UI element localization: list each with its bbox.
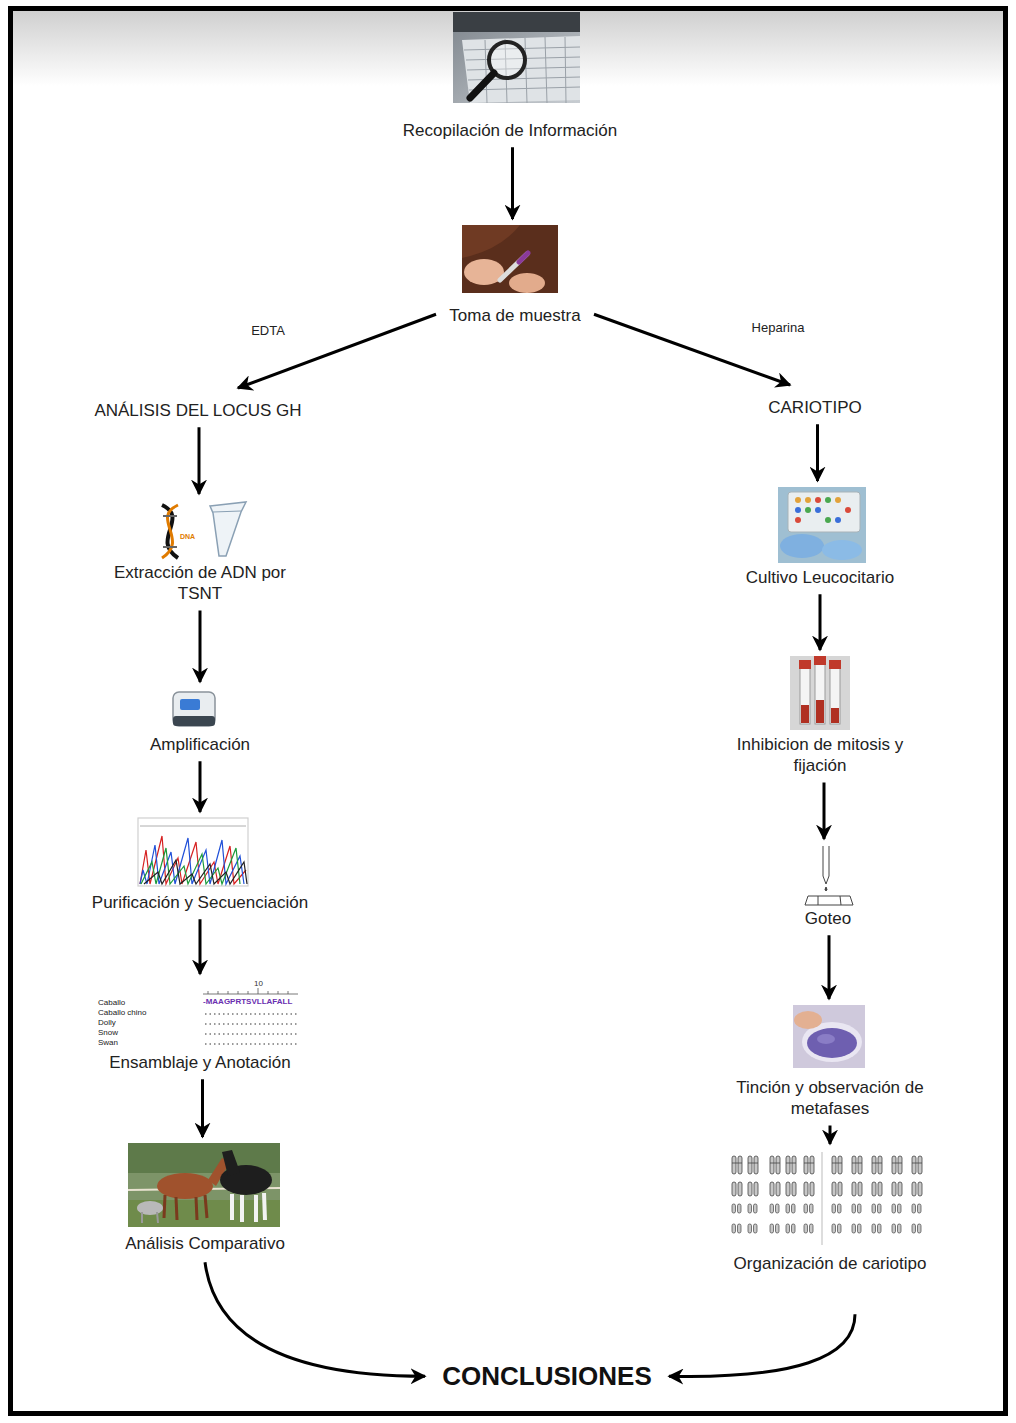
flow-step: Goteo xyxy=(798,845,859,929)
flow-arrow xyxy=(201,1079,204,1137)
step-label: Recopilación de Información xyxy=(403,120,618,141)
step-label: Purificación y Secuenciación xyxy=(92,892,308,913)
karyotype-picture xyxy=(732,1152,922,1245)
alignment-text: 10 xyxy=(254,980,263,988)
picture-space xyxy=(442,225,588,305)
laptop-picture xyxy=(453,12,580,103)
picture-space xyxy=(109,500,291,562)
flow-step: ANÁLISIS DEL LOCUS GH xyxy=(87,400,309,421)
step-label: Análisis Comparativo xyxy=(125,1233,285,1254)
flow-arrow xyxy=(199,611,202,683)
flow-step: Recopilación de Información xyxy=(396,12,625,141)
step-label: ANÁLISIS DEL LOCUS GH xyxy=(94,400,301,421)
thermocycler-icon xyxy=(173,692,215,726)
picture-space xyxy=(143,688,258,734)
alignment-text: Snow xyxy=(98,1029,118,1037)
flow-arrow xyxy=(669,1314,855,1376)
tubes-picture xyxy=(790,656,850,730)
flow-step: Purificación y Secuenciación xyxy=(85,818,316,913)
alignment-text: Dolly xyxy=(98,1019,116,1027)
flow-arrow xyxy=(238,314,436,388)
alignment-text: -MAAGPRTSVLLAFALL xyxy=(203,998,292,1006)
dna-icon xyxy=(162,502,246,558)
step-label: Organización de cariotipo xyxy=(734,1253,927,1274)
dropping-icon xyxy=(805,846,853,905)
step-label: Cultivo Leucocitario xyxy=(746,567,894,588)
step-label: Ensamblaje y Anotación xyxy=(109,1052,290,1073)
picture-space xyxy=(798,845,859,908)
picture-space xyxy=(85,818,316,892)
flow-step: Toma de muestra xyxy=(442,225,588,326)
step-label: Toma de muestra xyxy=(449,305,580,326)
horses-picture xyxy=(128,1143,280,1227)
flow-arrow xyxy=(819,594,822,650)
chromatogram-picture xyxy=(138,818,248,886)
flow-step: Ensamblaje y Anotación xyxy=(102,980,298,1073)
flow-step: Amplificación xyxy=(143,688,258,755)
flow-step: Extracción de ADN por TSNT xyxy=(109,500,291,605)
flow-step: Análisis Comparativo xyxy=(118,1143,292,1254)
icon-text: DNA xyxy=(180,533,195,540)
picture-space xyxy=(732,1005,928,1077)
flow-step: Cultivo Leucocitario xyxy=(739,487,902,588)
flow-arrow xyxy=(828,935,831,999)
step-label: Extracción de ADN por TSNT xyxy=(109,562,291,605)
edge-label: Heparina xyxy=(750,320,807,335)
staining-picture xyxy=(793,1005,865,1068)
flow-arrow xyxy=(199,761,202,812)
flow-arrow xyxy=(511,147,514,219)
flow-arrow xyxy=(205,1262,425,1376)
flow-arrow xyxy=(199,919,202,974)
alignment-text: Caballo chino xyxy=(98,1009,146,1017)
picture-space xyxy=(739,487,902,567)
step-label: Amplificación xyxy=(150,734,250,755)
sampling-picture xyxy=(462,225,558,293)
alignment-text: Caballo xyxy=(98,999,125,1007)
top-band xyxy=(12,10,1004,86)
step-label: Tinción y observación de metafases xyxy=(732,1077,928,1120)
frame xyxy=(11,9,1006,1414)
picture-space xyxy=(396,12,625,120)
picture-space xyxy=(718,656,922,734)
flow-step: Tinción y observación de metafases xyxy=(732,1005,928,1120)
flow-arrow xyxy=(816,424,819,481)
picture-space xyxy=(118,1143,292,1233)
flow-arrow xyxy=(829,1126,832,1145)
flow-step: CARIOTIPO xyxy=(761,397,869,418)
alignment-text: Swan xyxy=(98,1039,118,1047)
flow-arrow xyxy=(823,783,826,840)
alignment-picture xyxy=(203,988,298,1044)
flow-step: Inhibicion de mitosis y fijación xyxy=(718,656,922,777)
conclusion-box: CONCLUSIONES xyxy=(435,1360,659,1393)
flow-arrow xyxy=(198,427,201,494)
culture-picture xyxy=(778,487,866,563)
picture-space xyxy=(727,1150,934,1253)
step-label: Inhibicion de mitosis y fijación xyxy=(718,734,922,777)
step-label: Goteo xyxy=(805,908,851,929)
edge-label: EDTA xyxy=(249,323,287,338)
step-label: CONCLUSIONES xyxy=(442,1360,651,1393)
flow-step: Organización de cariotipo xyxy=(727,1150,934,1274)
step-label: CARIOTIPO xyxy=(768,397,862,418)
